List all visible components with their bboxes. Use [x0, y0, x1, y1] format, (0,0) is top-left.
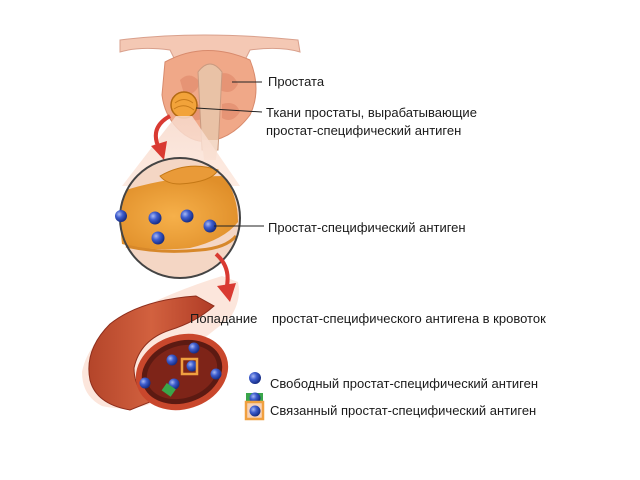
prostate-anatomy	[119, 34, 301, 160]
label-tissue-line1: Ткани простаты, вырабатывающие	[266, 105, 477, 120]
label-entry-prefix: Попадание	[190, 311, 258, 326]
zoom-circle	[115, 157, 241, 279]
arrow-2-icon	[214, 252, 236, 302]
legend-bound-psa-label: Связанный простат-специфический антиген	[270, 403, 537, 418]
label-psa: Простат-специфический антиген	[268, 220, 466, 235]
free-psa-icon	[249, 372, 261, 384]
label-prostate: Простата	[268, 74, 325, 89]
legend-free-psa-label: Свободный простат-специфический антиген	[270, 376, 539, 391]
tissue-leader-line	[195, 107, 263, 113]
bound-psa-icon	[244, 392, 265, 421]
blood-vessel	[82, 276, 239, 411]
label-tissue-line2: простат-специфический антиген	[266, 123, 462, 138]
arrow-1-icon	[151, 114, 172, 160]
label-entry-rest: простат-специфического антигена в кровот…	[272, 311, 546, 326]
